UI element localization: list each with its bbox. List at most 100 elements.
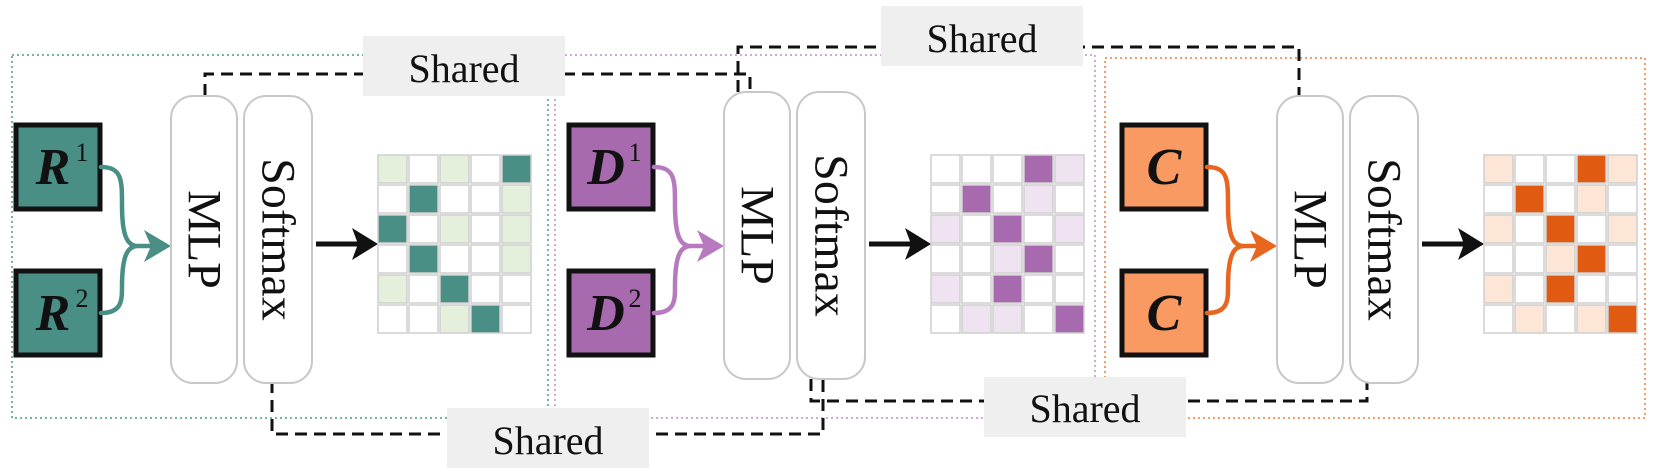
matrix-cell <box>1607 244 1638 274</box>
matrix-cell <box>1023 214 1054 244</box>
svg-text:Shared: Shared <box>1029 386 1140 431</box>
matrix-cell <box>377 244 408 274</box>
matrix-cell <box>961 274 992 304</box>
output-arrowhead <box>1458 228 1484 260</box>
shared-label-bottom-left: Shared <box>447 408 649 468</box>
merge-brace <box>98 164 153 316</box>
shared-label-top-left: Shared <box>363 36 565 96</box>
matrix-cell <box>1607 154 1638 184</box>
matrix-cell <box>408 184 439 214</box>
matrix-cell <box>992 184 1023 214</box>
softmax-label: Softmax <box>252 158 305 321</box>
matrix-cell <box>377 214 408 244</box>
softmax-block-d: Softmax <box>796 91 866 380</box>
matrix-cell <box>930 244 961 274</box>
output-arrowhead <box>905 228 931 260</box>
matrix-cell <box>1023 154 1054 184</box>
matrix-cell <box>961 184 992 214</box>
matrix-cell <box>992 274 1023 304</box>
matrix-cell <box>408 274 439 304</box>
input-symbol: D <box>586 285 625 342</box>
mlp-block-c: MLP <box>1276 95 1344 384</box>
matrix-cell <box>1483 184 1514 214</box>
matrix-cell <box>961 214 992 244</box>
branch-c-frame <box>1104 57 1646 419</box>
matrix-cell <box>930 304 961 334</box>
matrix-cell <box>377 184 408 214</box>
input-superscript: 2 <box>629 284 642 313</box>
matrix-cell <box>1576 184 1607 214</box>
matrix-cell <box>1545 154 1576 184</box>
matrix-cell <box>1483 154 1514 184</box>
matrix-cell <box>408 214 439 244</box>
branch-d-frame <box>554 54 1096 419</box>
branch-c: C C MLP Softmax <box>1119 95 1638 384</box>
matrix-cell <box>439 244 470 274</box>
matrix-cell <box>501 244 532 274</box>
matrix-cell <box>470 154 501 184</box>
matrix-cell <box>408 244 439 274</box>
merge-arrowhead <box>1250 230 1277 262</box>
matrix-cell <box>439 274 470 304</box>
matrix-cell <box>961 304 992 334</box>
matrix-cell <box>470 274 501 304</box>
input-box-c2: C <box>1119 268 1209 358</box>
matrix-cell <box>961 154 992 184</box>
matrix-cell <box>1576 274 1607 304</box>
matrix-cell <box>1607 214 1638 244</box>
merge-arrowhead <box>144 230 171 262</box>
matrix-cell <box>470 184 501 214</box>
matrix-cell <box>501 214 532 244</box>
matrix-cell <box>470 304 501 334</box>
matrix-cell <box>961 244 992 274</box>
input-symbol: D <box>586 139 625 196</box>
softmax-block-c: Softmax <box>1349 95 1419 384</box>
matrix-cell <box>501 184 532 214</box>
matrix-cell <box>501 154 532 184</box>
mlp-block-d: MLP <box>723 91 791 380</box>
matrix-cell <box>470 214 501 244</box>
input-symbol: R <box>35 139 71 196</box>
matrix-cell <box>1054 184 1085 214</box>
matrix-cell <box>1514 184 1545 214</box>
matrix-cell <box>1514 274 1545 304</box>
matrix-cell <box>408 304 439 334</box>
matrix-cell <box>992 154 1023 184</box>
shared-label-bottom-right: Shared <box>984 377 1186 437</box>
attention-matrix-r <box>377 154 532 334</box>
matrix-cell <box>1514 304 1545 334</box>
shared-label-top-right: Shared <box>881 6 1083 66</box>
matrix-cell <box>1483 244 1514 274</box>
input-superscript: 2 <box>76 284 89 313</box>
matrix-cell <box>470 244 501 274</box>
matrix-cell <box>930 184 961 214</box>
branch-r-frame <box>11 54 549 419</box>
mlp-label: MLP <box>731 186 784 285</box>
softmax-label: Softmax <box>1358 158 1411 321</box>
matrix-cell <box>439 214 470 244</box>
matrix-cell <box>1576 154 1607 184</box>
matrix-cell <box>1514 154 1545 184</box>
matrix-cell <box>1607 304 1638 334</box>
mlp-label: MLP <box>1284 190 1337 289</box>
merge-brace <box>1204 164 1259 316</box>
matrix-cell <box>1023 304 1054 334</box>
merge-brace <box>651 164 706 316</box>
input-symbol: C <box>1147 139 1183 196</box>
matrix-cell <box>992 244 1023 274</box>
softmax-block-r: Softmax <box>243 95 313 384</box>
matrix-cell <box>1023 244 1054 274</box>
input-symbol: R <box>35 285 71 342</box>
matrix-cell <box>930 214 961 244</box>
input-superscript: 1 <box>76 138 89 167</box>
matrix-cell <box>408 154 439 184</box>
matrix-cell <box>1483 304 1514 334</box>
matrix-cell <box>1576 244 1607 274</box>
